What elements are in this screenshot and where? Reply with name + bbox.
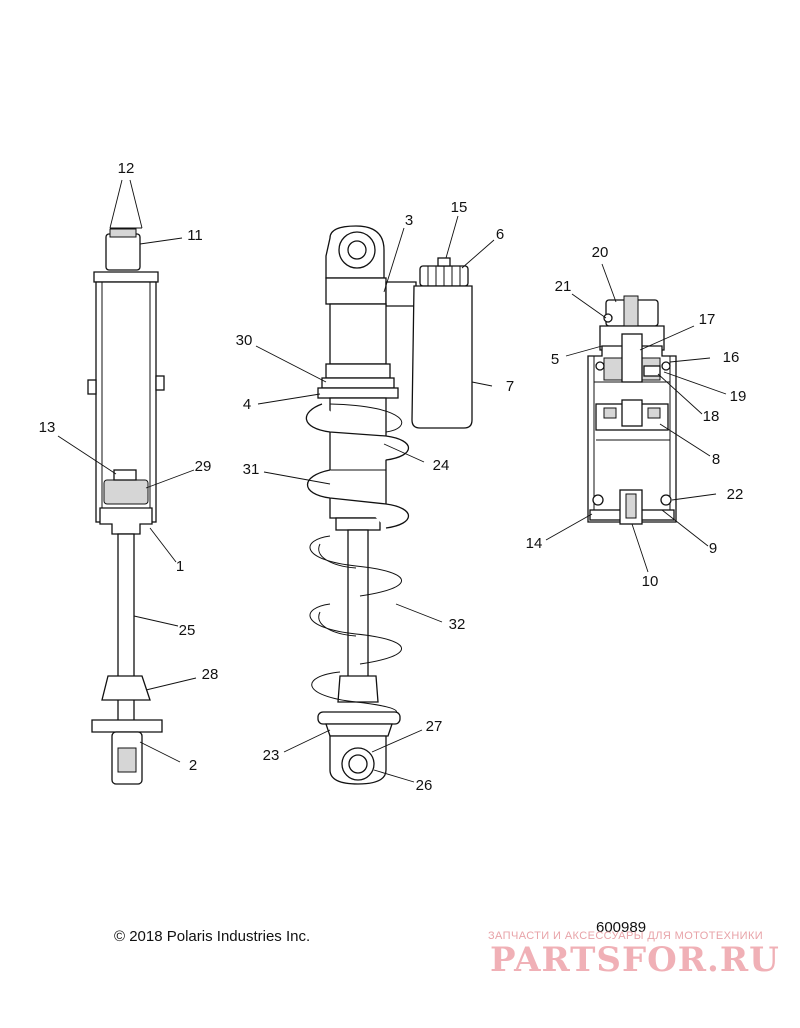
schrader-valve-part-15 [437, 257, 451, 267]
reservoir-bridge [385, 281, 417, 307]
piston-center [621, 399, 643, 427]
callout-14: 14 [526, 535, 543, 552]
center-shaft [347, 529, 369, 681]
callout-12: 12 [118, 160, 135, 177]
o-ring-part-16 [661, 361, 671, 371]
callout-21: 21 [555, 278, 572, 295]
head-block [325, 277, 387, 305]
adjuster-knob [623, 295, 639, 331]
callout-30: 30 [236, 332, 253, 349]
top-cap-part-11 [105, 233, 141, 271]
callout-23: 23 [263, 747, 280, 764]
center-shock-assembly [305, 225, 473, 785]
leader-lines [57, 179, 727, 783]
seal-head-part-1 [99, 507, 153, 535]
drawing-number: 600989 [596, 919, 647, 936]
eyelet-bushing [117, 747, 137, 773]
callout-labels: 1 2 3 4 5 6 7 8 9 10 11 12 13 14 15 16 1… [39, 160, 747, 794]
callout-6: 6 [496, 226, 504, 243]
callout-24: 24 [433, 457, 450, 474]
center-bump-stop [337, 675, 379, 703]
callout-10: 10 [642, 573, 659, 590]
callout-11: 11 [187, 227, 203, 244]
callout-19: 19 [730, 388, 747, 405]
callout-9: 9 [709, 540, 717, 557]
bump-stop-part-28 [101, 675, 151, 701]
valve-stem-part-17 [621, 333, 643, 383]
callout-13: 13 [39, 419, 56, 436]
shim-part-19 [643, 365, 661, 377]
callout-25: 25 [179, 622, 196, 639]
left-shock-assembly [87, 228, 165, 785]
callout-1: 1 [176, 558, 184, 575]
watermark-tagline: ЗАПЧАСТИ И АКСЕССУАРЫ ДЛЯ МОТОТЕХНИКИ [488, 930, 764, 942]
callout-4: 4 [243, 396, 251, 413]
reservoir-part-7 [411, 285, 473, 429]
copyright-notice: © 2018 Polaris Industries Inc. [114, 928, 311, 945]
piston-seal-left [603, 407, 617, 419]
side-lug-right [155, 375, 165, 391]
watermark-brand-logo: PARTSFOR.RU [490, 940, 780, 980]
spring-retainer-part-4 [317, 387, 399, 399]
preload-nut-part-30 [321, 377, 395, 389]
reservoir-section [587, 295, 677, 525]
reservoir-housing [587, 345, 677, 523]
body-upper [329, 303, 387, 365]
callout-29: 29 [195, 458, 212, 475]
o-ring-part-22 [660, 494, 672, 506]
upper-flange [93, 271, 159, 283]
callout-7: 7 [506, 378, 514, 395]
lower-eyelet-bushing [348, 754, 368, 774]
callout-16: 16 [723, 349, 740, 366]
top-eyelet-hole [347, 240, 367, 260]
piston-nut-part-13 [113, 469, 137, 481]
retainer-seat-part-27 [325, 723, 393, 737]
bleed-screw-insert [625, 493, 637, 519]
collar [325, 363, 391, 379]
callout-17: 17 [699, 311, 716, 328]
seal-cap [335, 517, 381, 531]
piston-seal-right [647, 407, 661, 419]
o-ring-part-5 [595, 361, 605, 371]
piston-part-29 [103, 479, 149, 505]
callout-2: 2 [189, 757, 197, 774]
side-lug-left [87, 379, 97, 395]
o-ring-part-14 [592, 494, 604, 506]
callout-27: 27 [426, 718, 443, 735]
callout-31: 31 [243, 461, 260, 478]
callout-28: 28 [202, 666, 219, 683]
callout-22: 22 [727, 486, 744, 503]
callout-3: 3 [405, 212, 413, 229]
callout-8: 8 [712, 451, 720, 468]
callout-32: 32 [449, 616, 466, 633]
top-cap-insert [109, 228, 137, 238]
lower-plate [91, 719, 163, 733]
callout-18: 18 [703, 408, 720, 425]
callout-5: 5 [551, 351, 559, 368]
lower-retainer-part-23 [317, 711, 401, 725]
callout-26: 26 [416, 777, 433, 794]
callout-20: 20 [592, 244, 609, 261]
callout-15: 15 [451, 199, 468, 216]
detent-ball-part-21 [603, 313, 613, 323]
